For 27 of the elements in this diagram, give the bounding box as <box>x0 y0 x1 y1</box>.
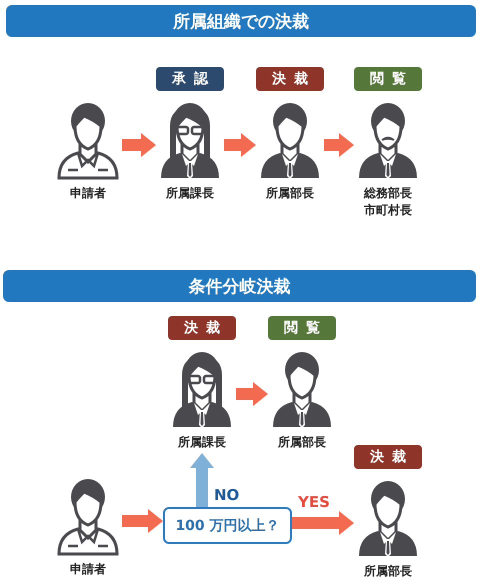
person-name: 所属部長 <box>265 185 315 202</box>
arrow <box>190 453 214 507</box>
role-badge: 承認 <box>156 67 224 91</box>
edge-label: NO <box>213 487 240 503</box>
section-header: 所属組織での決裁 <box>6 5 476 37</box>
arrow <box>122 133 156 157</box>
role-badge: 決裁 <box>256 67 324 91</box>
person-name: 市町村長 <box>363 202 413 219</box>
role-badge: 決裁 <box>354 445 422 469</box>
person-name: 申請者 <box>69 185 107 202</box>
arrow <box>224 133 256 157</box>
decision-box: 100 万円以上？ <box>163 507 292 544</box>
arrow <box>236 382 268 406</box>
person-name: 所属部長 <box>277 434 327 451</box>
arrow <box>292 511 354 535</box>
section-header: 条件分岐決裁 <box>3 270 476 302</box>
person-name: 所属課長 <box>165 185 215 202</box>
role-badge: 閲覧 <box>268 316 336 340</box>
role-badge: 閲覧 <box>354 67 422 91</box>
person-name: 申請者 <box>69 561 107 578</box>
person-name: 所属課長 <box>177 434 227 451</box>
role-badge: 決裁 <box>168 316 236 340</box>
arrow <box>122 509 163 533</box>
edge-label: YES <box>297 494 331 510</box>
person-name: 所属部長 <box>363 563 413 580</box>
person-name: 総務部長 <box>362 185 413 202</box>
arrow <box>324 133 354 157</box>
